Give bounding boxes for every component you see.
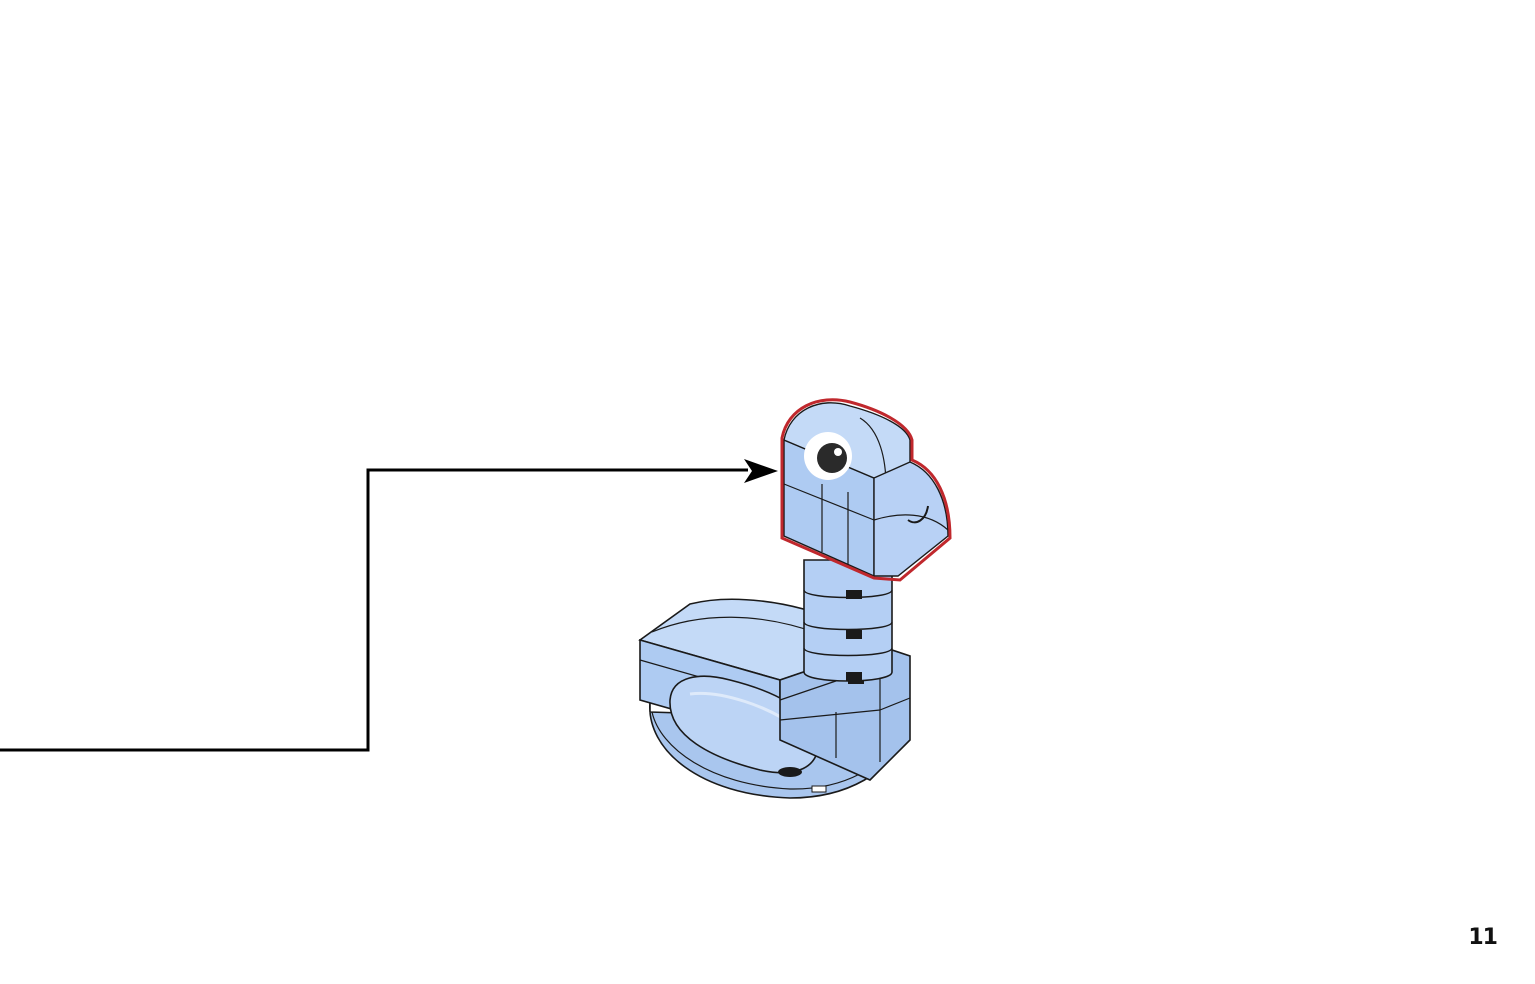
neck-bricks: [803, 559, 893, 682]
new-part-highlight: [780, 398, 952, 582]
head-assembly: [780, 398, 952, 582]
brachiosaurus-model-illustration: [638, 398, 952, 799]
eye-icon: [804, 432, 852, 480]
arrowhead-icon: [744, 459, 778, 483]
smile-mark: [907, 505, 929, 524]
page-number: 11: [1468, 925, 1498, 950]
connector-line: [0, 468, 748, 752]
